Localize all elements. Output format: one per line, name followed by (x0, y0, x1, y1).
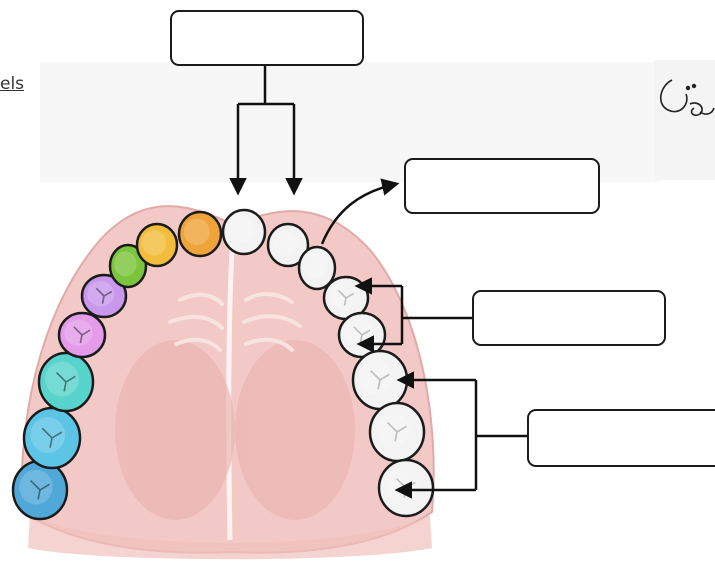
premolar-tooth (59, 313, 105, 357)
incisor-tooth (179, 212, 221, 256)
molar-tooth (353, 351, 407, 409)
molar-tooth (13, 461, 67, 519)
answer-box-canine[interactable] (404, 158, 600, 214)
answer-box-premolars[interactable] (472, 290, 666, 346)
molar-tooth (370, 403, 424, 461)
molar-tooth (379, 460, 433, 516)
incisor-tooth (223, 210, 265, 254)
molar-tooth (24, 408, 80, 468)
molar-tooth (39, 353, 93, 411)
incisor-tooth (137, 224, 177, 266)
answer-box-molars[interactable] (527, 409, 715, 467)
scan-shade-right (655, 60, 715, 180)
answer-box-incisors[interactable] (170, 10, 364, 66)
